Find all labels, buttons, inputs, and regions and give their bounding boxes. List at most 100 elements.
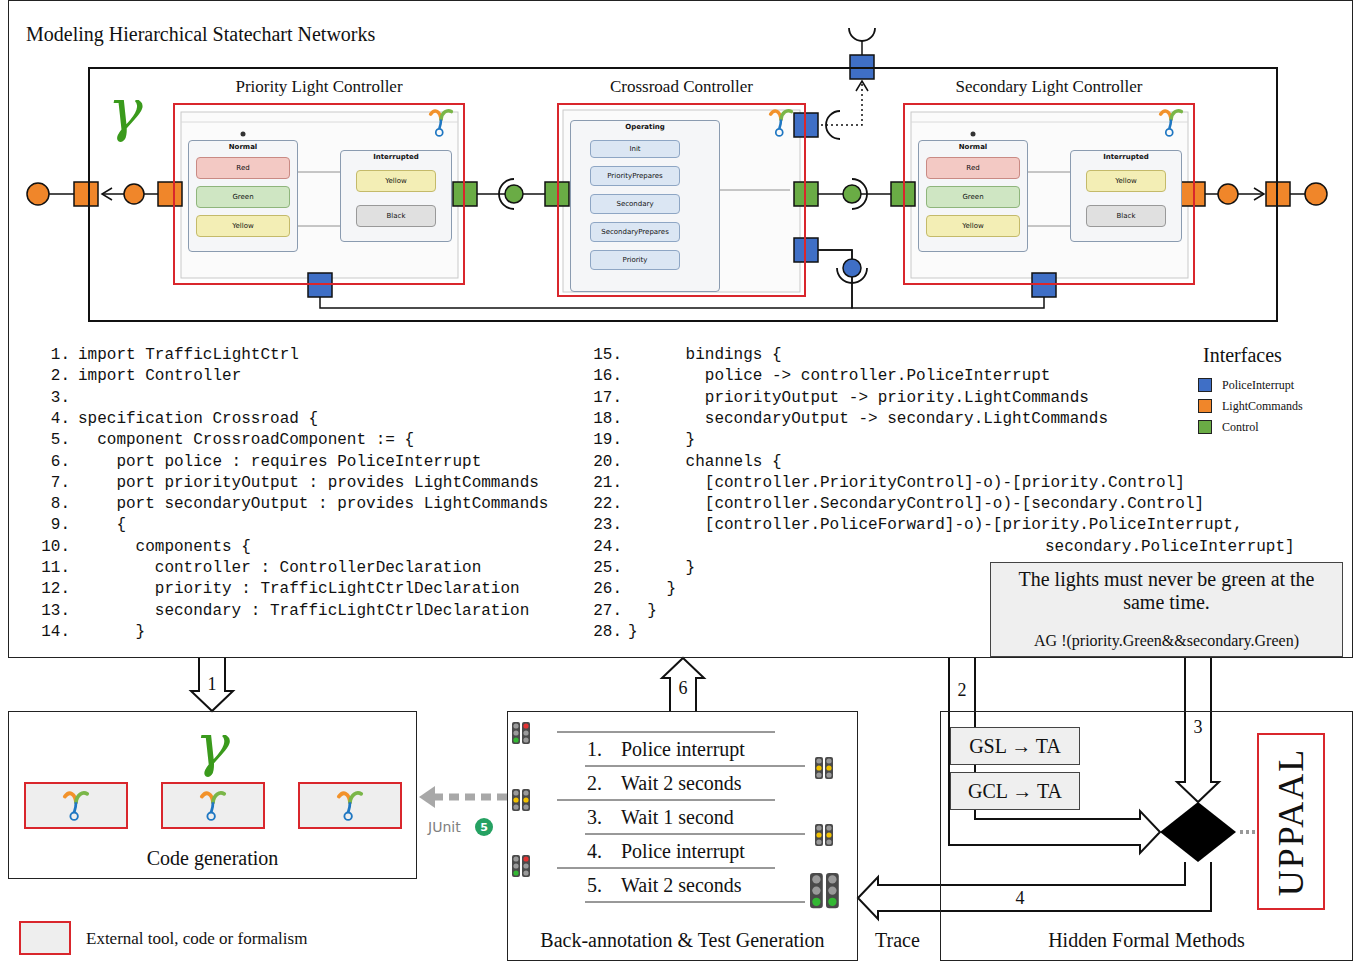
traffic-light-icon — [826, 873, 839, 908]
port-square — [74, 182, 98, 206]
node-text: Yellow — [197, 222, 289, 230]
connector — [671, 675, 695, 711]
traffic-light-icon — [522, 722, 530, 744]
line-number: 15. — [593, 346, 622, 364]
traffic-light-icon — [523, 737, 528, 742]
line-number: 12. — [41, 580, 70, 598]
traffic-light-icon — [512, 855, 520, 877]
node-text: PriorityPrepares — [591, 172, 679, 180]
state: Yellow — [926, 215, 1020, 237]
traffic-light-icon — [523, 870, 528, 875]
connector — [419, 786, 507, 808]
line-number: 13. — [41, 602, 70, 620]
junit-badge — [475, 818, 493, 836]
line-number: 9. — [51, 516, 70, 534]
traffic-light-icon — [826, 765, 831, 770]
interface-wire — [49, 41, 1305, 194]
code-line: priority : TrafficLightCtrlDeclaration — [155, 580, 520, 598]
traffic-light-icon — [828, 875, 836, 883]
step-number: 1. — [587, 738, 602, 761]
code-line: component CrossroadComponent := { — [97, 431, 414, 449]
connector — [856, 81, 868, 91]
connector — [806, 250, 1044, 308]
traffic-light-icon — [812, 886, 820, 894]
arrow-number: 4 — [1014, 888, 1027, 909]
legend-title: Interfaces — [1203, 344, 1282, 367]
node-text: AG !(priority.Green&&secondary.Green) — [991, 632, 1342, 650]
code-line: secondary.PoliceInterrupt] — [1045, 538, 1295, 556]
traffic-light-icon — [826, 758, 831, 763]
code-line: channels { — [686, 453, 782, 471]
traffic-light-icon — [828, 898, 836, 906]
node-text: SecondaryPrepares — [591, 228, 679, 236]
node-text: GSL → TA — [951, 735, 1079, 758]
node-text: Priority Light Controller — [135, 77, 503, 97]
port-square — [308, 273, 332, 297]
code-line: } — [666, 580, 676, 598]
provided-interface — [1305, 183, 1327, 205]
node-text: Code generation — [9, 847, 416, 870]
connector — [662, 658, 704, 711]
node-text: Back-annotation & Test Generation — [508, 929, 857, 952]
panel: γCode generation — [8, 711, 417, 879]
arrow-number: 2 — [956, 680, 969, 701]
interface-wire — [1290, 193, 1305, 195]
legend-swatch — [1198, 399, 1212, 413]
composite-state: NormalRedGreenYellow — [918, 140, 1028, 252]
provided-interface — [843, 259, 861, 277]
statechart-screenshot — [181, 110, 1188, 292]
node-text: The lights must never be green at the sa… — [999, 568, 1334, 614]
code-line: controller : ControllerDeclaration — [155, 559, 481, 577]
line-number: 25. — [593, 559, 622, 577]
connector — [858, 862, 1198, 919]
traffic-light-icon — [523, 723, 528, 728]
connector — [191, 658, 233, 711]
provided-interface — [124, 184, 144, 204]
verification-diamond — [1160, 802, 1236, 862]
state: Black — [356, 205, 436, 227]
code-line: priorityOutput -> priority.LightCommands — [705, 389, 1089, 407]
line-number: 1. — [51, 346, 70, 364]
traffic-light-icon — [826, 832, 831, 837]
code-line: specification Crossroad { — [78, 410, 318, 428]
code-line: port police : requires PoliceInterrupt — [116, 453, 481, 471]
traffic-light-icon — [512, 722, 530, 744]
port-square — [794, 182, 818, 206]
code-line: import TrafficLightCtrl — [78, 346, 299, 364]
traffic-light-icon — [512, 722, 839, 908]
step-number: 3. — [587, 806, 602, 829]
statechart-component: Secondary Light ControllerNormalRedGreen… — [903, 103, 1195, 285]
state: Priority — [590, 250, 680, 270]
line-number: 10. — [41, 538, 70, 556]
line-number: 5. — [51, 431, 70, 449]
traffic-light-icon — [512, 855, 530, 877]
traffic-light-icon — [512, 789, 520, 811]
code-line: components { — [136, 538, 251, 556]
connector — [102, 188, 112, 200]
requirement-note: The lights must never be green at the sa… — [990, 562, 1343, 657]
line-number: 2. — [51, 367, 70, 385]
state: Black — [1086, 205, 1166, 227]
line-number: 7. — [51, 474, 70, 492]
generated-code-box — [202, 793, 224, 820]
traffic-light-icon — [512, 789, 530, 811]
traffic-light-icon — [815, 824, 833, 846]
traffic-light-icon — [812, 875, 820, 883]
connector — [875, 862, 1198, 898]
connector — [433, 794, 507, 801]
traffic-light-icon — [816, 832, 821, 837]
line-number: 3. — [51, 389, 70, 407]
node-text: Init — [591, 145, 679, 153]
state: Yellow — [1086, 170, 1166, 192]
line-number: 19. — [593, 431, 622, 449]
connector — [1177, 657, 1219, 802]
legend-sample — [20, 922, 70, 954]
traffic-light-icon — [815, 757, 823, 779]
logo-badge: 5 — [480, 821, 488, 834]
traffic-light-icon — [523, 863, 528, 868]
interface-wire — [861, 41, 863, 55]
line-number: 20. — [593, 453, 622, 471]
code-line: port secondaryOutput : provides LightCom… — [116, 495, 548, 513]
legend-text: Control — [1222, 420, 1259, 435]
statechart-screenshot — [1161, 111, 1182, 136]
